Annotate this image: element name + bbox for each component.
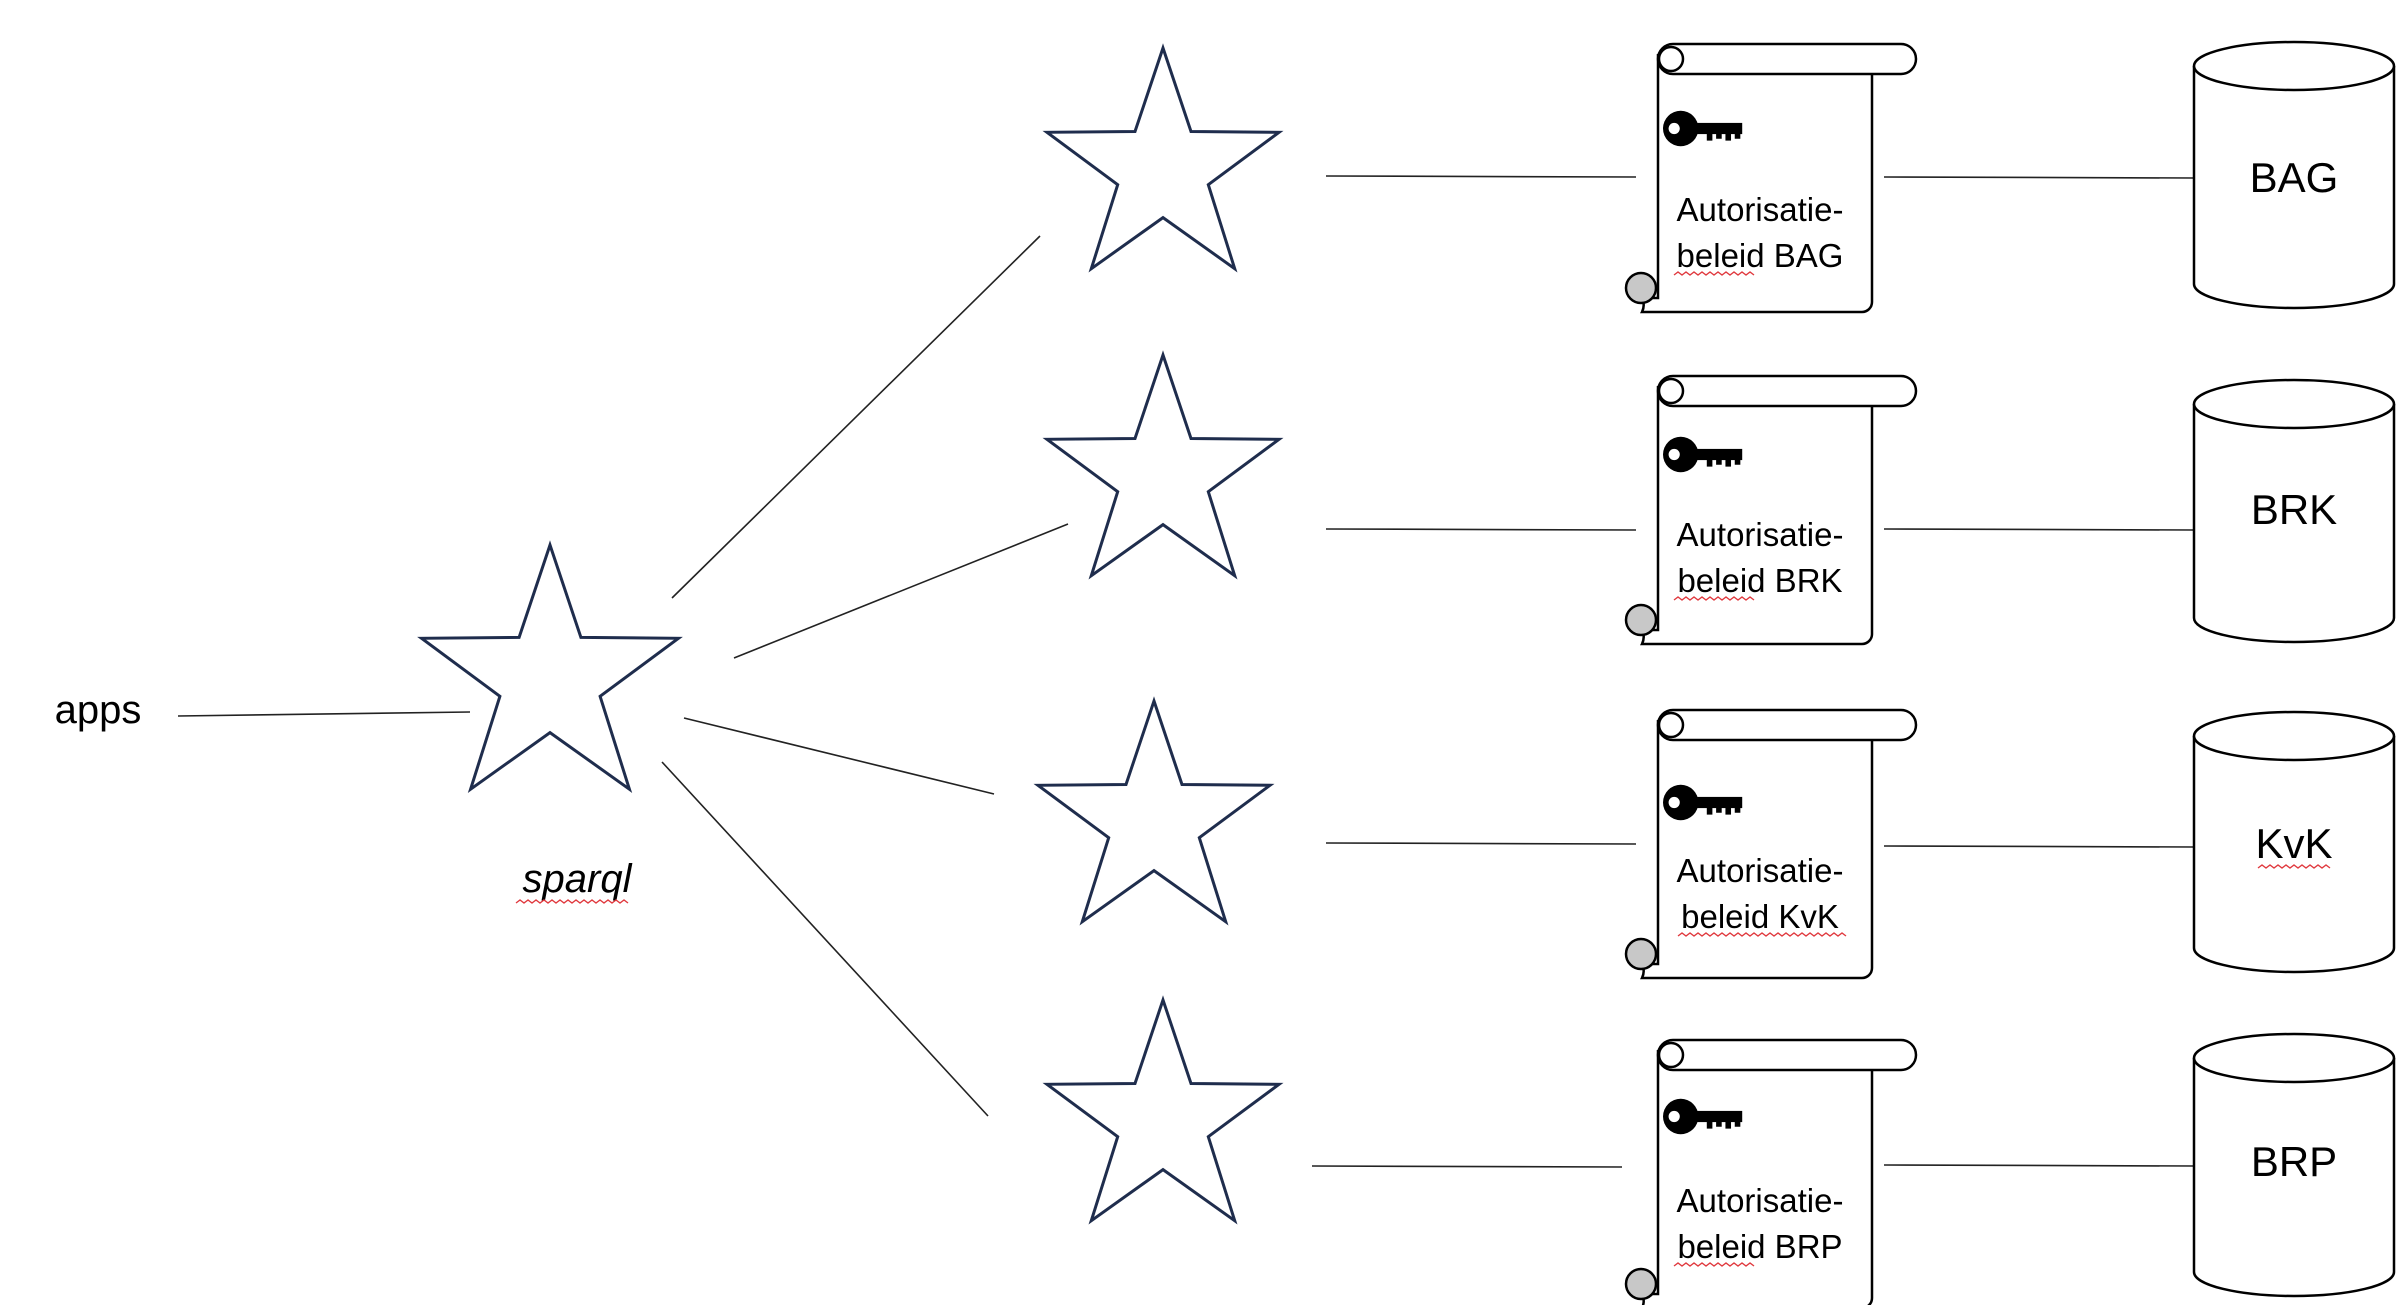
endpoint-star-icon — [1042, 43, 1284, 273]
endpoint-to-policy — [1325, 175, 1637, 178]
hub-to-endpoint-2 — [733, 523, 1069, 659]
source-row-kvk: Autorisatie- beleid KvK KvK — [1033, 696, 2396, 980]
database-cylinder-icon: BRK — [2192, 378, 2396, 644]
endpoint-star-icon — [1042, 995, 1284, 1225]
database-cylinder-icon: BAG — [2192, 40, 2396, 310]
policy-label-line2: beleid KvK — [1681, 898, 1839, 935]
database-label: BRK — [2251, 486, 2337, 533]
policy-scroll-icon: Autorisatie- beleid BAG — [1624, 42, 1918, 314]
apps-label: apps — [55, 688, 142, 732]
spellcheck-underline — [1677, 932, 1847, 937]
sparql-spellcheck-underline — [515, 899, 629, 904]
endpoint-star-icon — [1042, 350, 1284, 580]
hub-to-endpoint-1 — [671, 235, 1041, 599]
database-cylinder-icon: BRP — [2192, 1032, 2396, 1298]
hub-star-icon — [417, 540, 683, 794]
database-label: KvK — [2255, 820, 2332, 867]
sparql-label: sparql — [523, 857, 633, 901]
policy-label-line1: Autorisatie- — [1677, 852, 1844, 889]
source-row-brk: Autorisatie- beleid BRK BRK — [1042, 350, 2396, 646]
spellcheck-underline — [1673, 271, 1755, 276]
policy-to-db — [1883, 176, 2195, 179]
spellcheck-underline — [2257, 864, 2331, 869]
policy-scroll-icon: Autorisatie- beleid KvK — [1624, 708, 1918, 980]
database-cylinder-icon: KvK — [2192, 710, 2396, 974]
apps-connector — [177, 711, 471, 717]
source-row-bag: Autorisatie- beleid BAG BAG — [1042, 40, 2396, 314]
endpoint-to-policy — [1325, 528, 1637, 531]
policy-label-line2: beleid BRK — [1677, 562, 1842, 599]
policy-label-line1: Autorisatie- — [1677, 191, 1844, 228]
policy-label-line1: Autorisatie- — [1677, 1182, 1844, 1219]
policy-to-db — [1883, 845, 2195, 848]
policy-label-line1: Autorisatie- — [1677, 516, 1844, 553]
policy-scroll-icon: Autorisatie- beleid BRP — [1624, 1038, 1918, 1305]
spellcheck-underline — [1673, 1262, 1755, 1267]
endpoint-to-policy — [1311, 1165, 1623, 1168]
hub-to-endpoint-3 — [683, 717, 995, 795]
policy-scroll-icon: Autorisatie- beleid BRK — [1624, 374, 1918, 646]
hub-to-endpoint-4 — [661, 761, 989, 1117]
source-row-brp: Autorisatie- beleid BRP BRP — [1042, 995, 2396, 1305]
policy-label-line2: beleid BRP — [1677, 1228, 1842, 1265]
policy-label-line2: beleid BAG — [1677, 237, 1844, 274]
policy-to-db — [1883, 528, 2195, 531]
database-label: BAG — [2250, 154, 2339, 201]
endpoint-star-icon — [1033, 696, 1275, 926]
database-label: BRP — [2251, 1138, 2337, 1185]
spellcheck-underline — [1673, 596, 1755, 601]
policy-to-db — [1883, 1164, 2195, 1167]
endpoint-to-policy — [1325, 842, 1637, 845]
